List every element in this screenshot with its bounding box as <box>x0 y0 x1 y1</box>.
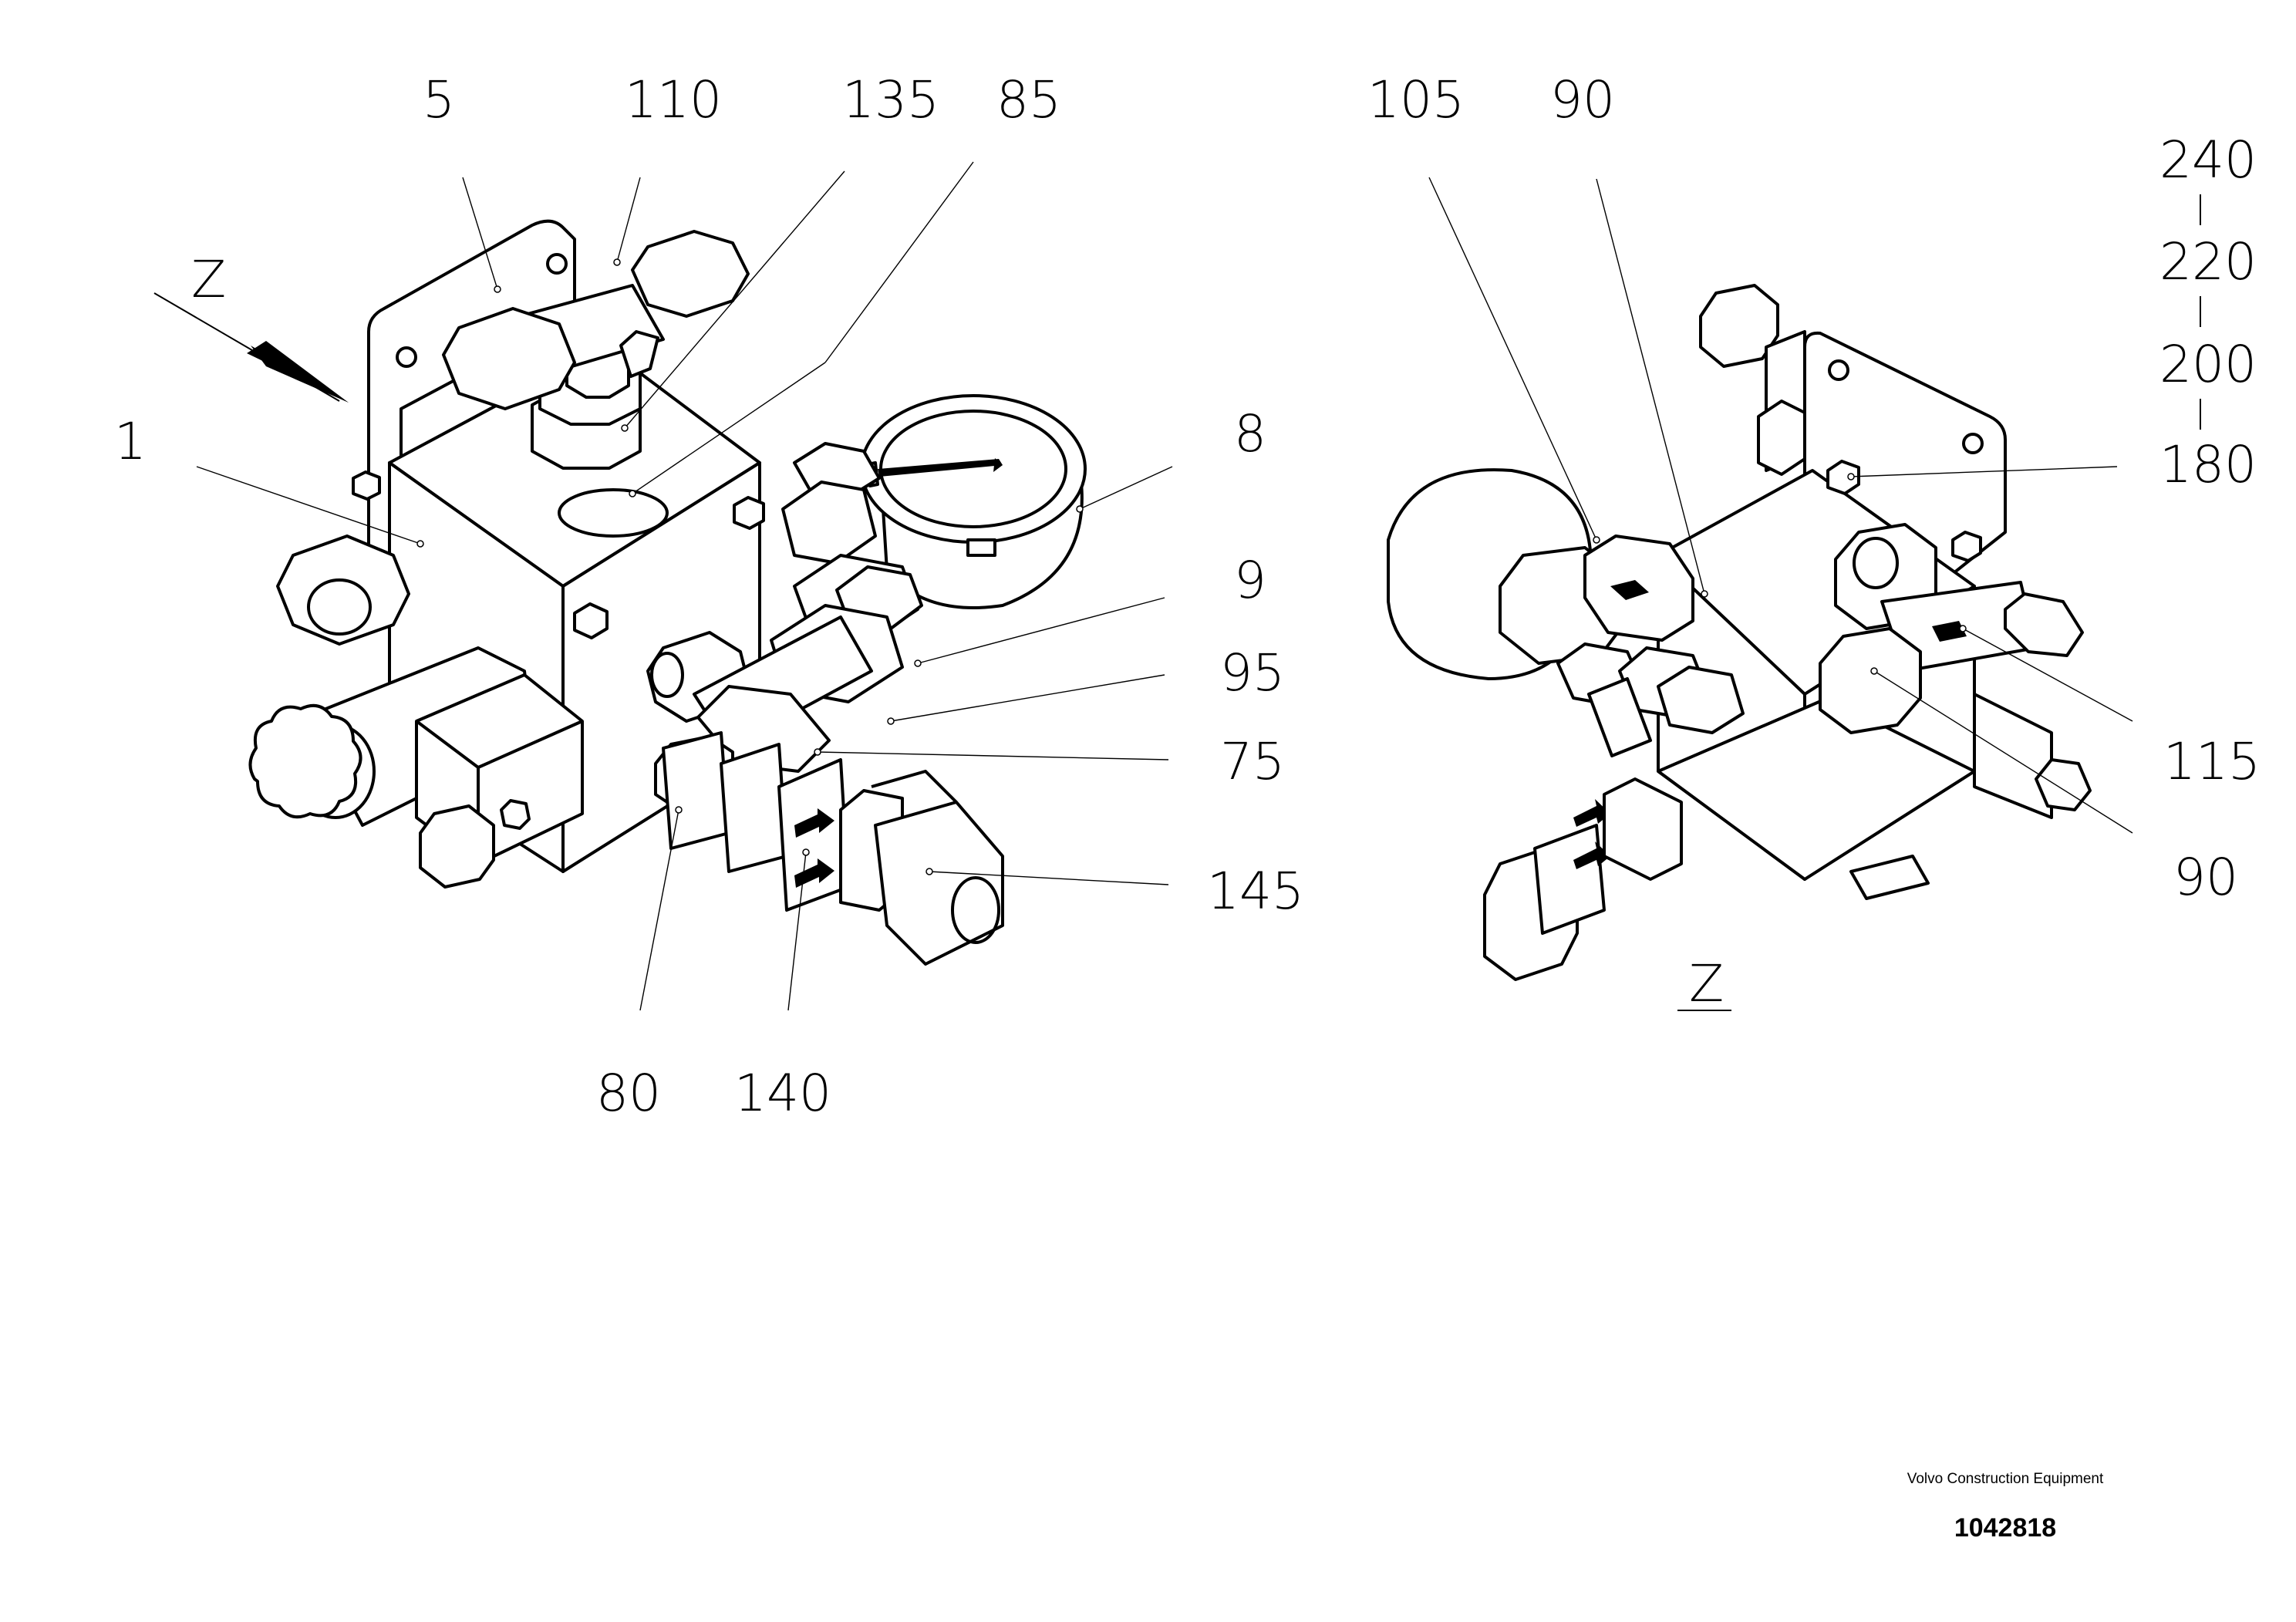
footer-drawing-number: 1042818 <box>1954 1513 2057 1543</box>
leader-dots <box>416 258 1967 875</box>
callout-135: 135 <box>842 70 939 130</box>
left-valve-assembly <box>153 219 1087 966</box>
callout-1: 1 <box>114 412 147 471</box>
callout-240: 240 <box>2159 130 2257 190</box>
callout-180: 180 <box>2159 435 2257 494</box>
callout-110: 110 <box>625 70 722 130</box>
callout-90-bottom: 90 <box>2173 848 2238 907</box>
callout-5: 5 <box>423 70 455 130</box>
callout-9: 9 <box>1234 551 1266 610</box>
callout-140: 140 <box>734 1064 831 1123</box>
callout-145: 145 <box>1207 862 1304 921</box>
callout-115: 115 <box>2163 732 2261 791</box>
view-z-arrow-label: Z <box>191 250 226 309</box>
callout-95: 95 <box>1220 643 1285 703</box>
callout-75: 75 <box>1220 732 1285 791</box>
callout-80: 80 <box>596 1064 661 1123</box>
callout-labels: 5 110 135 85 1 Z 8 9 95 75 145 80 140 10… <box>114 70 2261 1123</box>
right-valve-assembly <box>1387 284 2092 981</box>
callout-200: 200 <box>2159 335 2257 394</box>
callout-105: 105 <box>1367 70 1465 130</box>
view-z-label: Z <box>1689 954 1724 1013</box>
callout-220: 220 <box>2159 232 2257 292</box>
footer-company: Volvo Construction Equipment <box>1907 1471 2104 1487</box>
callout-8: 8 <box>1234 404 1266 464</box>
callout-90-top: 90 <box>1550 70 1615 130</box>
leader-lines <box>196 161 2201 1011</box>
callout-85: 85 <box>996 70 1061 130</box>
